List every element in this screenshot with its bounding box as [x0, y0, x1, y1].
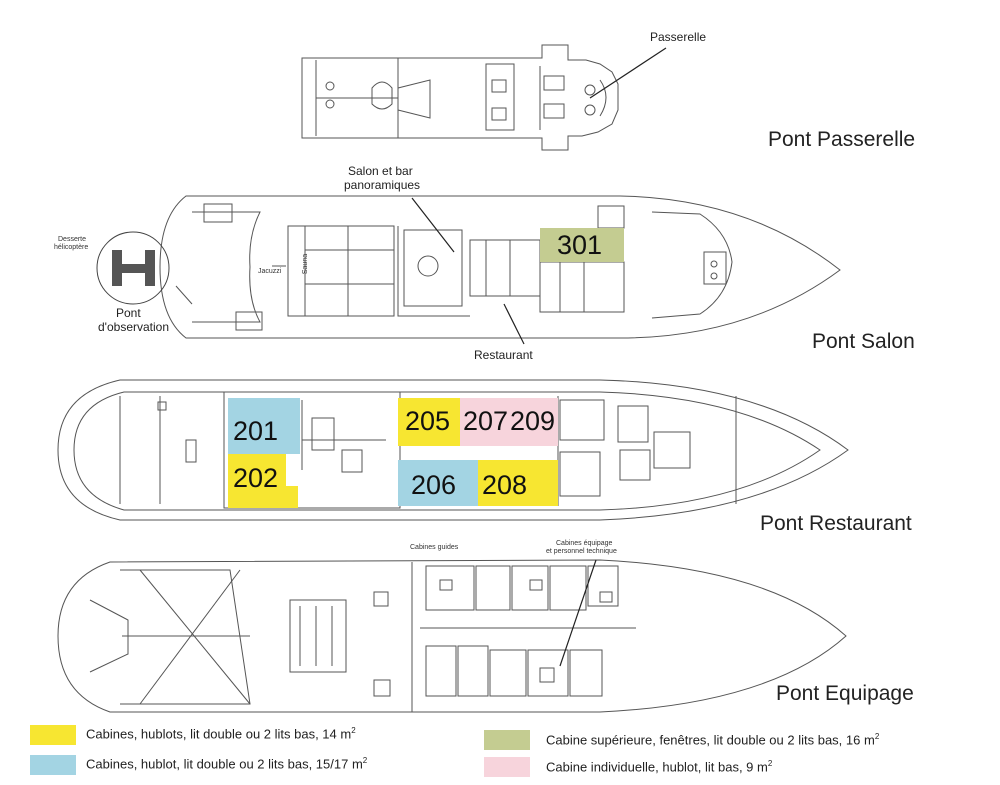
callout-pont-observation-line1: Pont: [116, 306, 141, 320]
legend-text-superieure: Cabine supérieure, fenêtres, lit double …: [546, 732, 880, 748]
cabin-209-fill: [510, 398, 558, 446]
cabin-202-fill: [228, 454, 298, 508]
legend-text-hublots-14: Cabines, hublots, lit double ou 2 lits b…: [86, 726, 356, 742]
legend-text-individuelle: Cabine individuelle, hublot, lit bas, 9 …: [546, 759, 773, 775]
legend-swatch-individuelle: [484, 757, 530, 777]
leader-lines: [411, 47, 667, 667]
callout-desserte-line1: Desserte: [58, 236, 87, 243]
cabin-number-206: 206: [411, 470, 457, 500]
legend-swatch-superieure: [484, 730, 530, 750]
helipad: [96, 231, 170, 305]
callout-salon-bar-line2: panoramiques: [344, 178, 421, 192]
deck-title-salon: Pont Salon: [812, 330, 915, 353]
callout-pont-observation-line2: d'observation: [98, 320, 170, 334]
callout-salon-bar-line1: Salon et bar: [348, 164, 413, 178]
callout-jacuzzi: Jacuzzi: [258, 268, 282, 275]
salon-deck-outline: [159, 195, 841, 339]
cabin-201-fill: [228, 398, 300, 454]
helipad-h-icon: [112, 250, 155, 286]
cabin-number-301: 301: [557, 230, 603, 260]
legend-text-hublot-15-17: Cabines, hublot, lit double ou 2 lits ba…: [86, 756, 368, 772]
cabin-205-fill: [398, 398, 460, 446]
callout-restaurant: Restaurant: [474, 348, 533, 362]
deck-title-restaurant: Pont Restaurant: [760, 512, 912, 535]
cabin-number-202: 202: [233, 463, 279, 493]
callout-passerelle: Passerelle: [650, 30, 707, 44]
callout-desserte-line2: hélicoptère: [54, 244, 89, 251]
legend-swatch-hublots-14: [30, 725, 76, 745]
callout-equipage-line2: et personnel technique: [546, 548, 617, 555]
cabin-fills: [228, 228, 624, 508]
cabin-number-205: 205: [405, 406, 451, 436]
cabin-number-201: 201: [233, 416, 279, 446]
bridge-deck-outline: [301, 44, 619, 151]
cabin-number-207: 207: [463, 406, 509, 436]
callout-equipage-line1: Cabines équipage: [556, 540, 613, 547]
cabin-number-209: 209: [510, 406, 556, 436]
deck-title-equipage: Pont Equipage: [776, 682, 914, 705]
crew-deck-outline: [57, 559, 847, 713]
callout-cabines-guides: Cabines guides: [410, 544, 459, 551]
cabin-208-fill: [478, 460, 558, 506]
restaurant-deck-outline: [57, 379, 849, 521]
legend-swatch-hublot-15-17: [30, 755, 76, 775]
cabin-207-fill: [460, 398, 510, 446]
cabin-number-208: 208: [482, 470, 528, 500]
callout-sauna: Sauna: [302, 253, 310, 275]
cabin-206-fill: [398, 460, 478, 506]
cabin-301-fill: [540, 228, 624, 262]
deck-title-passerelle: Pont Passerelle: [768, 128, 916, 151]
